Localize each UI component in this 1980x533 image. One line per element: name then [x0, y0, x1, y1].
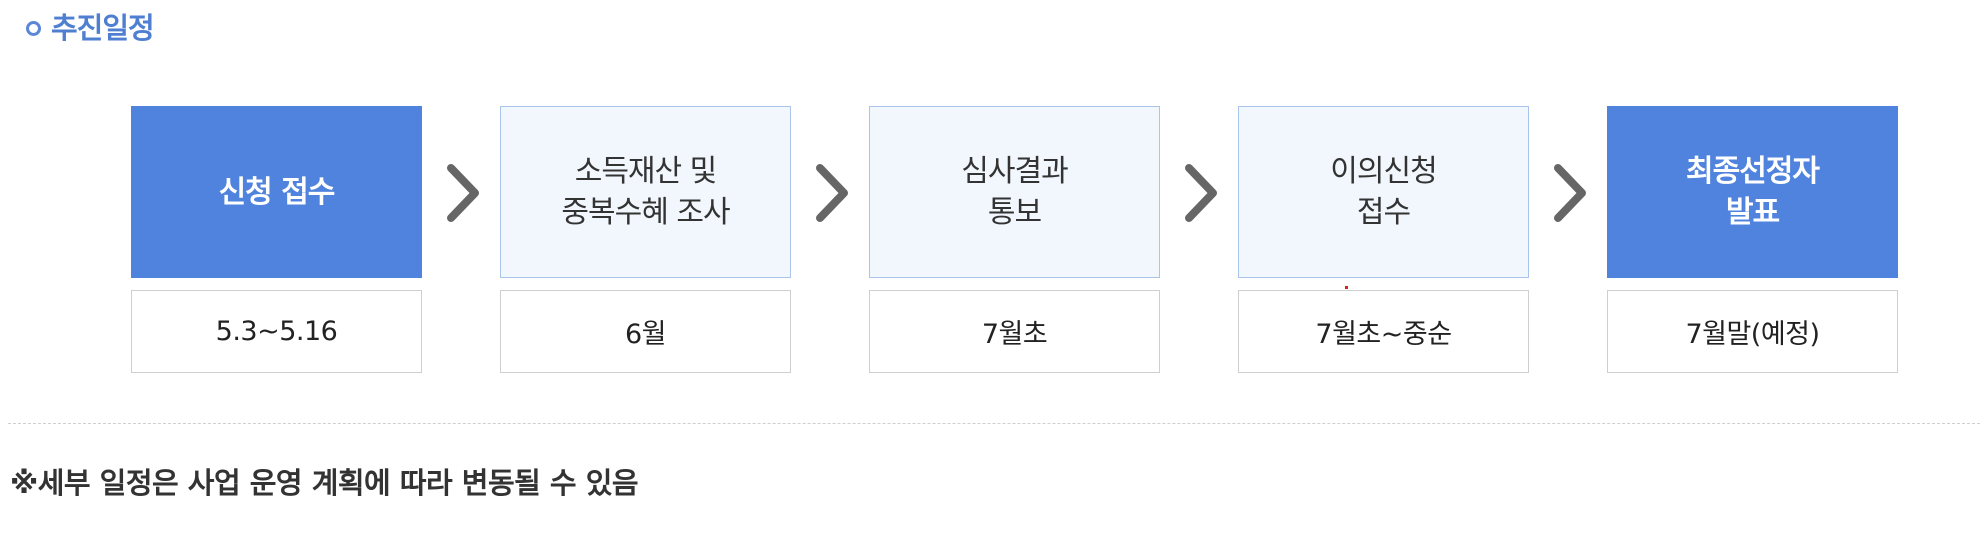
- step-date-box: 6월: [500, 290, 791, 373]
- decorative-dot: [1345, 286, 1348, 289]
- section-title-text: 추진일정: [51, 11, 155, 45]
- step-date-box: 7월초~중순: [1238, 290, 1529, 373]
- step-date-box: 7월말(예정): [1607, 290, 1898, 373]
- schedule-step-1: 신청 접수 5.3~5.16: [131, 106, 422, 373]
- step-label-box: 이의신청 접수: [1238, 106, 1529, 278]
- schedule-step-2: 소득재산 및 중복수혜 조사 6월: [500, 106, 791, 373]
- chevron-right-icon: [1550, 160, 1590, 226]
- chevron-right-icon: [443, 160, 483, 226]
- circle-bullet-icon: [26, 20, 41, 36]
- schedule-note: ※세부 일정은 사업 운영 계획에 따라 변동될 수 있음: [10, 466, 639, 500]
- step-label-box: 신청 접수: [131, 106, 422, 278]
- step-date-box: 7월초: [869, 290, 1160, 373]
- schedule-step-3: 심사결과 통보 7월초: [869, 106, 1160, 373]
- step-label-box: 심사결과 통보: [869, 106, 1160, 278]
- dashed-divider: [8, 423, 1980, 424]
- chevron-right-icon: [1181, 160, 1221, 226]
- step-label-box: 소득재산 및 중복수혜 조사: [500, 106, 791, 278]
- schedule-step-5: 최종선정자 발표 7월말(예정): [1607, 106, 1898, 373]
- step-date-box: 5.3~5.16: [131, 290, 422, 373]
- schedule-step-4: 이의신청 접수 7월초~중순: [1238, 106, 1529, 373]
- section-title: 추진일정: [26, 6, 155, 46]
- chevron-right-icon: [812, 160, 852, 226]
- step-label-box: 최종선정자 발표: [1607, 106, 1898, 278]
